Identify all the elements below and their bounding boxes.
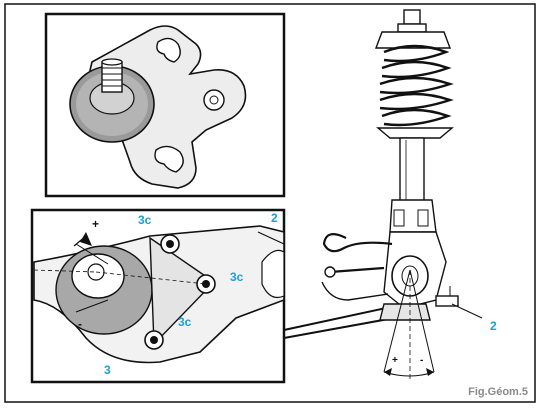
callout-3c-lower: 3c — [178, 315, 192, 329]
plus-sign-inset: + — [92, 217, 100, 231]
leader-line-upper — [283, 307, 387, 331]
callout-3c-top: 3c — [138, 213, 152, 227]
minus-sign-inset: - — [78, 317, 82, 331]
inset-control-arm — [30, 208, 286, 384]
inset-ball-joint — [44, 12, 286, 198]
suspension-strut — [321, 9, 483, 380]
plus-sign-camber: + — [392, 355, 398, 366]
callout-2-main: 2 — [490, 319, 497, 333]
callout-3c-middle: 3c — [230, 270, 244, 284]
callout-2-inset: 2 — [271, 211, 278, 225]
callout-3-plate: 3 — [104, 363, 111, 377]
figure-frame — [4, 3, 536, 403]
minus-sign-camber: - — [420, 355, 424, 366]
leader-line-lower — [283, 317, 395, 339]
figure-caption: Fig.Géom.5 — [468, 386, 528, 398]
